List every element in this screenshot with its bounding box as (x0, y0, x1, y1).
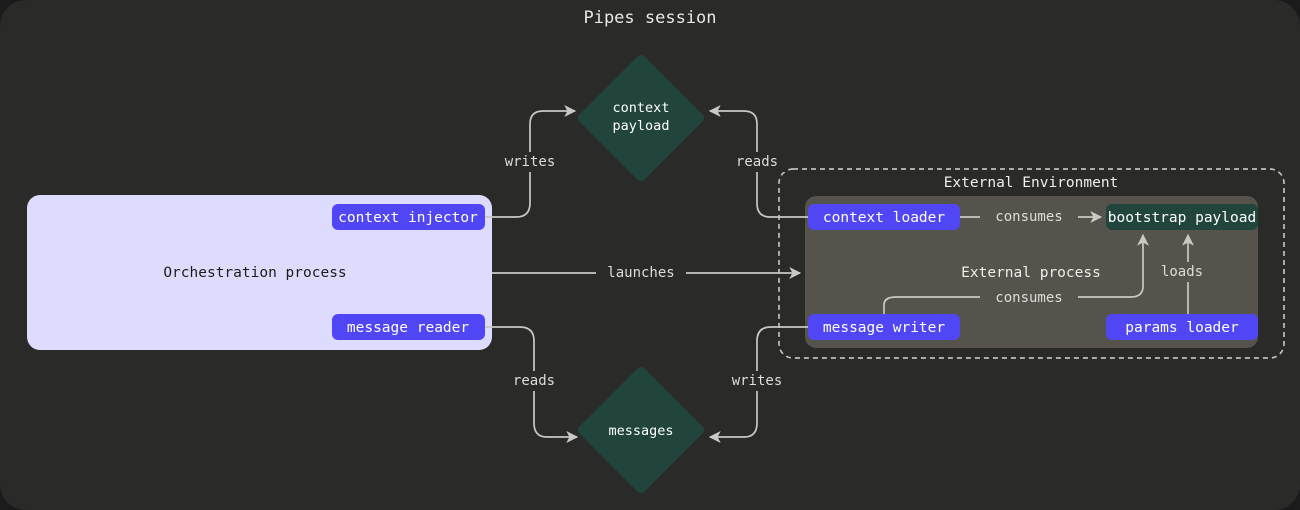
node-messages[interactable]: messages (578, 367, 704, 493)
label-bg (505, 371, 563, 391)
node-params-loader[interactable]: params loader (1106, 314, 1258, 340)
params-loader-label: params loader (1125, 320, 1239, 336)
label-bg (723, 371, 791, 391)
external-environment-border (778, 168, 1285, 359)
messages-diamond[interactable] (578, 367, 704, 493)
message-writer-box[interactable] (808, 314, 960, 340)
node-bootstrap-payload[interactable]: bootstrap payload (1106, 204, 1258, 230)
node-message-writer[interactable]: message writer (808, 314, 960, 340)
label-bg (1154, 262, 1212, 282)
label-bg (980, 207, 1078, 227)
external-environment-label: External Environment (944, 175, 1119, 191)
bootstrap-payload-label: bootstrap payload (1108, 210, 1256, 226)
node-context-loader[interactable]: context loader (808, 204, 960, 230)
message-reader-box[interactable] (332, 314, 485, 340)
cluster-external-environment: External Environment (778, 168, 1285, 359)
node-context-injector[interactable]: context injector (332, 204, 485, 230)
node-context-payload[interactable]: context payload (578, 55, 704, 181)
node-message-reader[interactable]: message reader (332, 314, 485, 340)
edge-label-consumes-bottom: consumes (995, 290, 1062, 306)
external-process-label: External process (961, 265, 1101, 281)
cluster-orchestration-process: Orchestration process (27, 195, 492, 350)
label-bg (496, 152, 564, 172)
context-loader-box[interactable] (808, 204, 960, 230)
context-payload-label-line1: context (613, 100, 670, 116)
page-title: Pipes session (583, 8, 716, 28)
edge-labels-layer: writes reads launches reads writes consu… (496, 152, 1212, 391)
context-payload-label-line2: payload (613, 118, 670, 134)
bootstrap-payload-box[interactable] (1106, 204, 1258, 230)
orchestration-process-label: Orchestration process (163, 265, 346, 281)
message-reader-label: message reader (347, 320, 469, 336)
context-injector-label: context injector (338, 210, 478, 226)
label-bg (980, 288, 1078, 308)
message-writer-label: message writer (823, 320, 945, 336)
edge-label-launches: launches (607, 265, 674, 281)
messages-label: messages (608, 423, 673, 439)
edge-label-writes-context: writes (505, 154, 556, 170)
context-payload-diamond[interactable] (578, 55, 704, 181)
edge-label-consumes-top: consumes (995, 209, 1062, 225)
label-bg (596, 263, 686, 283)
edge-label-reads-messages: reads (513, 373, 555, 389)
label-bg (728, 152, 786, 172)
context-injector-box[interactable] (332, 204, 485, 230)
edge-label-loads: loads (1161, 264, 1203, 280)
context-loader-label: context loader (823, 210, 945, 226)
edge-label-reads-context: reads (736, 154, 778, 170)
orchestration-process-box (27, 195, 492, 350)
edge-label-writes-messages: writes (732, 373, 783, 389)
params-loader-box[interactable] (1106, 314, 1258, 340)
